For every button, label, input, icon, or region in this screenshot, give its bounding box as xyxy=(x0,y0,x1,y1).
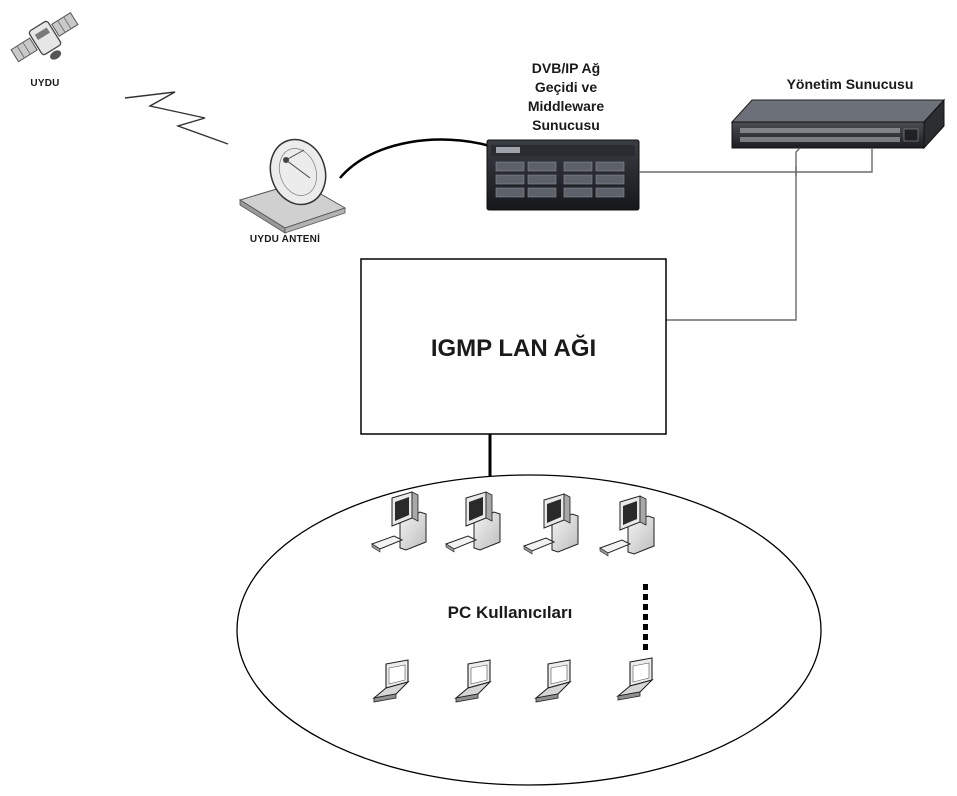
more-users-ellipsis xyxy=(643,584,648,650)
pc-users-label: PC Kullanıcıları xyxy=(447,603,573,622)
gateway-server-icon xyxy=(486,139,640,211)
igmp-lan-box xyxy=(360,258,667,435)
laptop-icon xyxy=(372,659,410,703)
pc-users-group xyxy=(236,474,822,786)
lan-label: IGMP LAN AĞI xyxy=(430,335,597,362)
desktop-pc-icon xyxy=(522,493,579,555)
desktop-pc-icon xyxy=(370,491,427,553)
satellite-dish-icon xyxy=(238,138,347,234)
dish-label: UYDU ANTENİ xyxy=(249,234,321,245)
gateway-label-line-3: Middleware xyxy=(527,98,605,114)
laptop-icon xyxy=(454,659,492,703)
laptop-icon xyxy=(534,659,572,703)
gateway-label-line-4: Sunucusu xyxy=(532,117,600,133)
management-server-icon xyxy=(730,98,946,150)
gateway-label: DVB/IP Ağ Geçidi ve Middleware Sunucusu xyxy=(496,59,636,135)
laptop-icon xyxy=(616,657,654,701)
management-links xyxy=(639,147,873,321)
satellite-label: UYDU xyxy=(30,78,60,89)
desktop-pc-icon xyxy=(598,495,655,557)
dish-to-gateway-cable xyxy=(339,138,491,179)
gateway-label-line-2: Geçidi ve xyxy=(534,79,598,95)
management-server-label: Yönetim Sunucusu xyxy=(786,76,914,92)
desktop-pc-icon xyxy=(444,491,501,553)
gateway-label-line-1: DVB/IP Ağ xyxy=(531,60,601,76)
signal-wave-icon xyxy=(124,91,229,145)
satellite-icon xyxy=(10,11,79,63)
